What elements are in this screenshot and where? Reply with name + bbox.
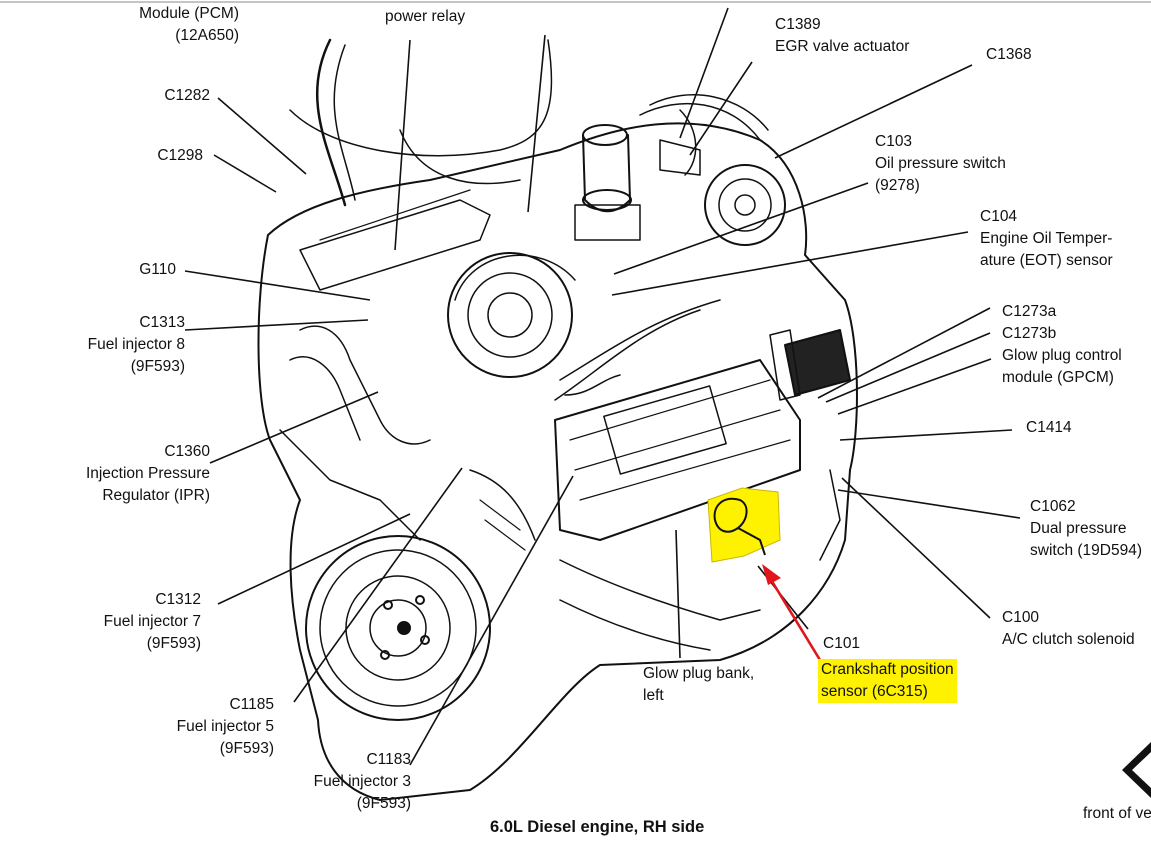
label-c1062: C1062 Dual pressure switch (19D594) bbox=[1030, 498, 1142, 559]
label-pcm: Module (PCM) (12A650) bbox=[139, 5, 239, 44]
engine-illustration bbox=[257, 38, 858, 801]
label-c100: C100 A/C clutch solenoid bbox=[1002, 609, 1135, 648]
label-c1185: C1185 Fuel injector 5 (9F593) bbox=[176, 696, 274, 757]
label-glow-plug-bank: Glow plug bank, left bbox=[643, 665, 755, 704]
label-front-of-vehicle: front of ve bbox=[1083, 805, 1151, 822]
label-c1368: C1368 bbox=[986, 46, 1032, 63]
label-power-relay: power relay bbox=[385, 8, 466, 25]
label-c104: C104 Engine Oil Temper- ature (EOT) sens… bbox=[980, 208, 1113, 269]
label-c1273: C1273a C1273b Glow plug control module (… bbox=[1002, 303, 1122, 386]
label-c1312: C1312 Fuel injector 7 (9F593) bbox=[103, 591, 201, 652]
label-crankshaft-sensor: Crankshaft position sensor (6C315) bbox=[818, 659, 957, 703]
label-c1282: C1282 bbox=[164, 87, 210, 104]
front-direction-arrow bbox=[1122, 742, 1151, 798]
crankshaft-callout-arrow bbox=[762, 564, 822, 661]
label-g110: G110 bbox=[139, 261, 176, 278]
label-c1414: C1414 bbox=[1026, 419, 1072, 436]
label-c1298: C1298 bbox=[157, 147, 203, 164]
label-c1313: C1313 Fuel injector 8 (9F593) bbox=[87, 314, 185, 375]
diagram-caption: 6.0L Diesel engine, RH side bbox=[490, 818, 705, 836]
label-c1183: C1183 Fuel injector 3 (9F593) bbox=[313, 751, 411, 812]
label-c1360: C1360 Injection Pressure Regulator (IPR) bbox=[85, 443, 210, 504]
label-c103: C103 Oil pressure switch (9278) bbox=[875, 133, 1006, 194]
label-c101: C101 bbox=[823, 635, 861, 652]
label-c1389: C1389 EGR valve actuator bbox=[775, 16, 910, 55]
crankshaft-sensor-highlight bbox=[707, 487, 781, 563]
